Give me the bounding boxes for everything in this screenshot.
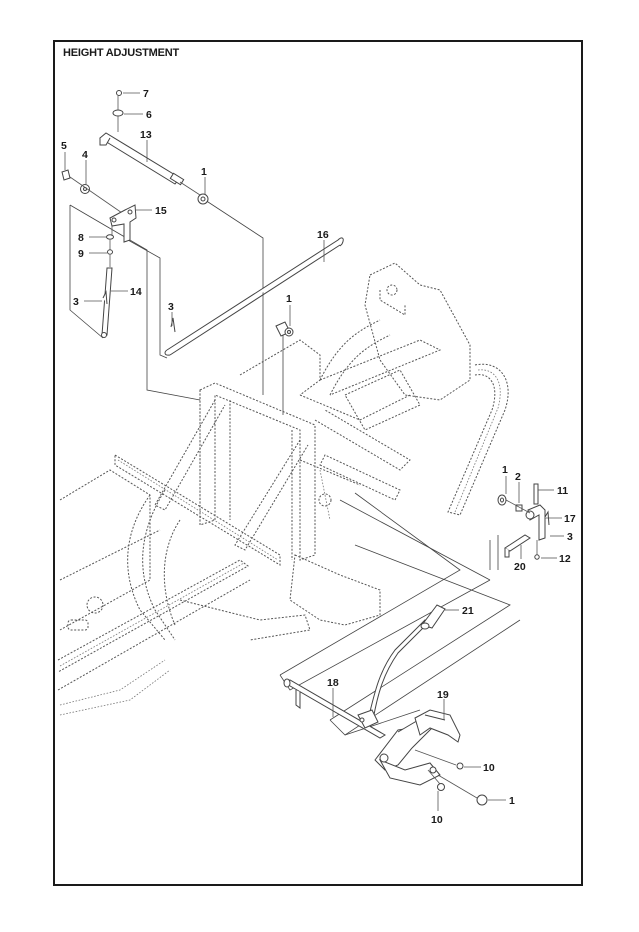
svg-text:19: 19 xyxy=(437,689,449,701)
callout-18: 18 xyxy=(327,677,339,717)
callout-1-top: 1 xyxy=(201,166,207,194)
diagram-frame xyxy=(53,40,583,886)
callout-8: 8 xyxy=(78,232,106,244)
svg-text:5: 5 xyxy=(61,140,67,152)
callout-20: 20 xyxy=(514,545,526,573)
svg-text:1: 1 xyxy=(502,464,508,476)
callout-6: 6 xyxy=(124,109,152,121)
svg-text:9: 9 xyxy=(78,248,84,260)
callout-1-right: 1 xyxy=(502,464,508,494)
svg-text:11: 11 xyxy=(557,485,568,497)
callout-15: 15 xyxy=(135,205,167,217)
svg-text:1: 1 xyxy=(509,795,515,807)
svg-text:17: 17 xyxy=(564,513,576,525)
upper-linkage-parts xyxy=(61,90,344,356)
page-title: HEIGHT ADJUSTMENT xyxy=(63,47,179,59)
svg-text:4: 4 xyxy=(82,149,88,161)
svg-text:2: 2 xyxy=(515,471,521,483)
callout-19: 19 xyxy=(437,689,449,720)
callout-17: 17 xyxy=(545,513,576,525)
callout-10-right: 10 xyxy=(464,762,495,774)
svg-text:10: 10 xyxy=(431,814,443,826)
chassis-frame xyxy=(57,262,509,716)
svg-text:20: 20 xyxy=(514,561,526,573)
svg-text:21: 21 xyxy=(462,605,474,617)
callout-1-plate: 1 xyxy=(286,293,292,326)
callout-11: 11 xyxy=(538,485,568,497)
svg-text:10: 10 xyxy=(483,762,495,774)
svg-text:3: 3 xyxy=(168,301,174,313)
callout-7: 7 xyxy=(123,88,149,100)
svg-text:3: 3 xyxy=(567,531,573,543)
callout-1-bottom: 1 xyxy=(488,795,515,807)
callout-10-bottom: 10 xyxy=(431,791,443,826)
callout-21: 21 xyxy=(445,605,474,617)
svg-text:16: 16 xyxy=(317,229,329,241)
right-linkage-parts xyxy=(497,483,550,560)
callout-9: 9 xyxy=(78,248,107,260)
svg-text:1: 1 xyxy=(201,166,207,178)
assembly-group-lines xyxy=(69,199,521,736)
callout-13: 13 xyxy=(140,129,152,162)
callout-3-right: 3 xyxy=(550,531,573,543)
svg-text:14: 14 xyxy=(130,286,142,298)
svg-text:12: 12 xyxy=(559,553,571,565)
pedal-assembly-parts xyxy=(283,604,488,806)
callout-3-rod: 3 xyxy=(168,301,174,326)
svg-text:8: 8 xyxy=(78,232,84,244)
svg-text:13: 13 xyxy=(140,129,152,141)
callout-2: 2 xyxy=(515,471,521,503)
callout-16: 16 xyxy=(317,229,329,262)
svg-text:18: 18 xyxy=(327,677,339,689)
callout-12: 12 xyxy=(541,553,571,565)
svg-text:7: 7 xyxy=(143,88,149,100)
svg-text:15: 15 xyxy=(155,205,167,217)
callouts: 7 6 13 5 4 1 15 8 xyxy=(61,88,576,826)
callout-5: 5 xyxy=(61,140,67,170)
callout-3-left: 3 xyxy=(73,296,102,308)
svg-text:3: 3 xyxy=(73,296,79,308)
callout-14: 14 xyxy=(111,286,142,298)
svg-text:1: 1 xyxy=(286,293,292,305)
svg-text:6: 6 xyxy=(146,109,152,121)
callout-4: 4 xyxy=(82,149,88,184)
